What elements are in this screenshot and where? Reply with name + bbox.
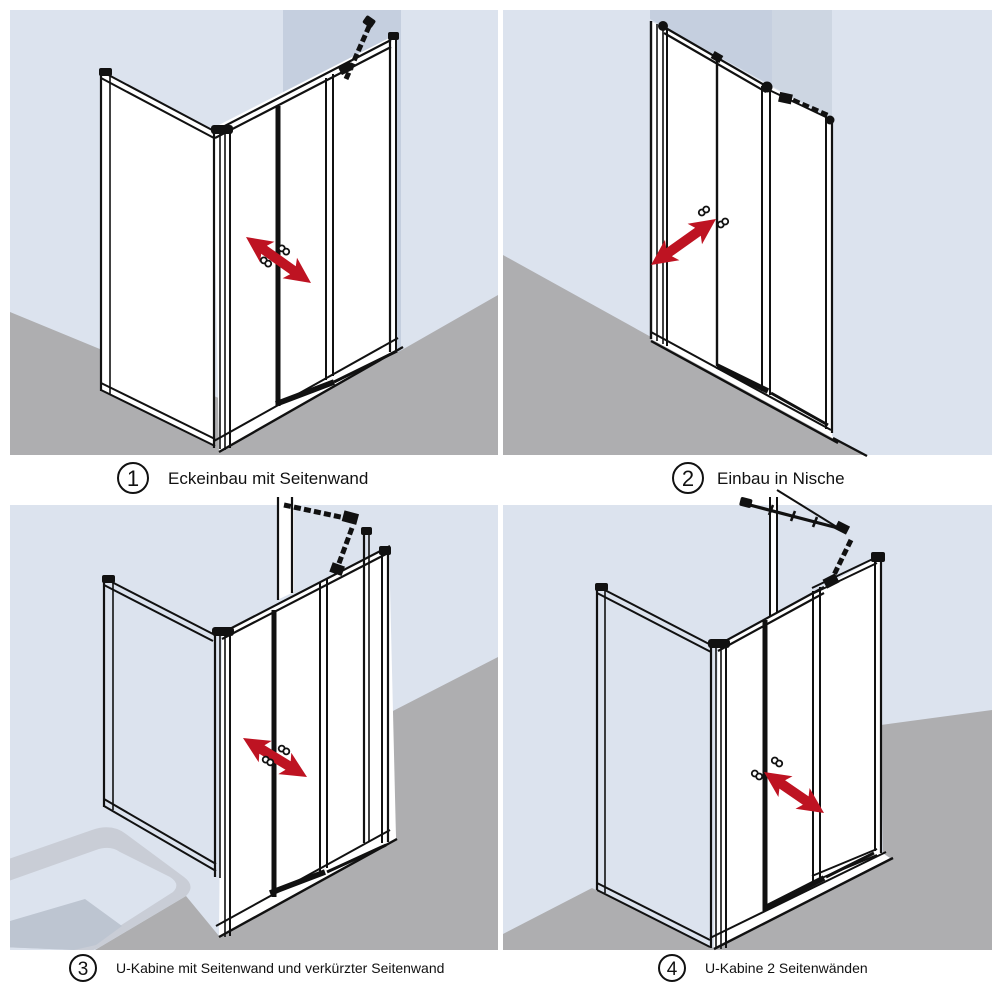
- svg-text:4: 4: [667, 959, 678, 980]
- svg-text:Eckeinbau mit Seitenwand: Eckeinbau mit Seitenwand: [168, 469, 368, 488]
- svg-text:U-Kabine mit Seitenwand und ve: U-Kabine mit Seitenwand und verkürzter S…: [116, 960, 444, 976]
- svg-text:2: 2: [682, 466, 694, 491]
- svg-text:3: 3: [78, 959, 89, 980]
- svg-text:1: 1: [127, 466, 139, 491]
- svg-text:U-Kabine 2 Seitenwänden: U-Kabine 2 Seitenwänden: [705, 960, 868, 976]
- svg-text:Einbau in Nische: Einbau in Nische: [717, 469, 845, 488]
